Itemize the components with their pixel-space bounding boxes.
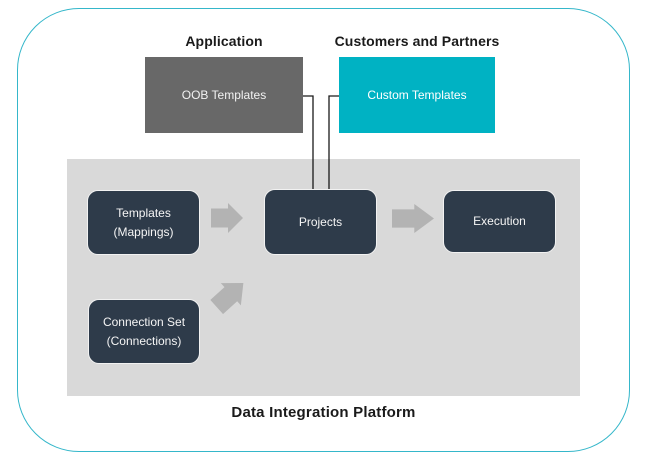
outer-rounded-frame bbox=[17, 8, 630, 452]
execution-label: Execution bbox=[473, 214, 526, 229]
projects-box: Projects bbox=[264, 189, 377, 255]
templates-label-line2: (Mappings) bbox=[113, 224, 174, 239]
custom-templates-box: Custom Templates bbox=[339, 57, 495, 133]
arrow-right-icon bbox=[211, 203, 243, 233]
projects-label: Projects bbox=[298, 214, 343, 229]
templates-mappings-box: Templates (Mappings) bbox=[87, 190, 200, 255]
arrow-right-icon bbox=[392, 204, 434, 233]
arrow-up-right-icon bbox=[207, 272, 254, 318]
application-header: Application bbox=[185, 33, 263, 49]
connection-set-label-line1: Connection Set bbox=[102, 314, 186, 329]
oob-templates-label: OOB Templates bbox=[181, 88, 267, 102]
oob-templates-box: OOB Templates bbox=[145, 57, 303, 133]
templates-label-line1: Templates bbox=[116, 205, 171, 220]
connection-set-box: Connection Set (Connections) bbox=[88, 299, 200, 364]
connection-set-label-line2: (Connections) bbox=[106, 333, 182, 348]
data-integration-platform-label: Data Integration Platform bbox=[231, 404, 416, 421]
execution-box: Execution bbox=[443, 190, 556, 253]
customers-and-partners-header: Customers and Partners bbox=[334, 33, 500, 49]
custom-templates-label: Custom Templates bbox=[367, 88, 467, 102]
